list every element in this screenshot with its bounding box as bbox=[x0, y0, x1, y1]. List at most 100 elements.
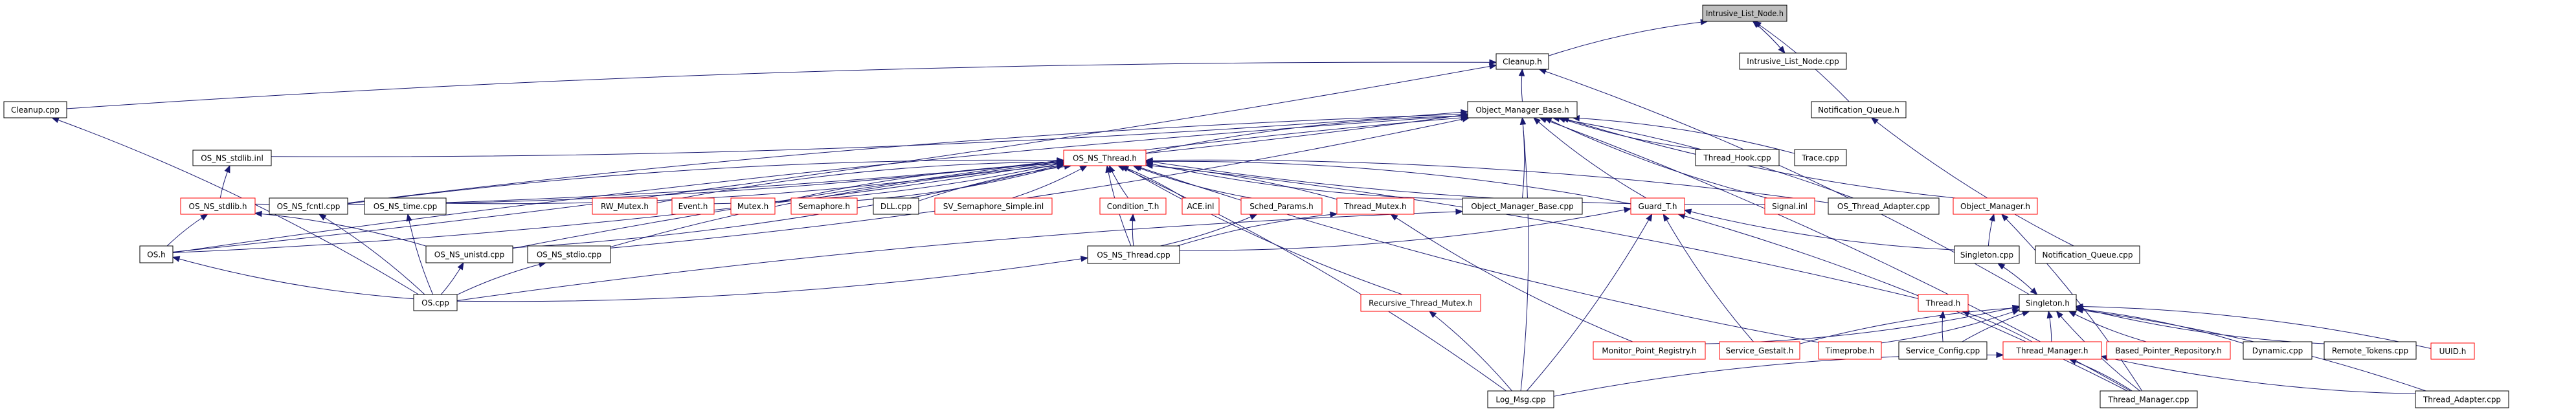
node-thread-hook-cpp[interactable]: Thread_Hook.cpp bbox=[1695, 149, 1780, 166]
node-mutex-h[interactable]: Mutex.h bbox=[730, 197, 776, 215]
node-event-h[interactable]: Event.h bbox=[671, 197, 715, 215]
node-box[interactable] bbox=[180, 197, 256, 215]
node-rw-mutex-h[interactable]: RW_Mutex.h bbox=[592, 197, 658, 215]
node-os-cpp[interactable]: OS.cpp bbox=[413, 294, 458, 311]
node-box[interactable] bbox=[1462, 197, 1583, 215]
node-box[interactable] bbox=[139, 245, 174, 263]
node-box[interactable] bbox=[1695, 149, 1780, 166]
node-os-ns-fcntl-cpp[interactable]: OS_NS_fcntl.cpp bbox=[269, 197, 348, 215]
node-cleanup-cpp[interactable]: Cleanup.cpp bbox=[3, 101, 67, 118]
node-service-config-cpp[interactable]: Service_Config.cpp bbox=[1898, 341, 1988, 360]
node-box[interactable] bbox=[2019, 294, 2077, 312]
node-os-ns-stdio-cpp[interactable]: OS_NS_stdio.cpp bbox=[527, 245, 611, 263]
node-trace-cpp[interactable]: Trace.cpp bbox=[1794, 149, 1847, 166]
node-box[interactable] bbox=[934, 197, 1053, 215]
node-sv-semaphore-simple-inl[interactable]: SV_Semaphore_Simple.inl bbox=[934, 197, 1053, 215]
node-object-manager-base-cpp[interactable]: Object_Manager_Base.cpp bbox=[1462, 197, 1583, 215]
node-log-msg-cpp[interactable]: Log_Msg.cpp bbox=[1487, 390, 1554, 408]
node-box[interactable] bbox=[1495, 53, 1549, 70]
node-sched-params-h[interactable]: Sched_Params.h bbox=[1240, 197, 1323, 215]
node-based-pointer-repository-h[interactable]: Based_Pointer_Repository.h bbox=[2106, 341, 2231, 360]
node-box[interactable] bbox=[364, 197, 447, 215]
node-box[interactable] bbox=[3, 101, 67, 118]
node-thread-h[interactable]: Thread.h bbox=[1918, 294, 1969, 312]
node-box[interactable] bbox=[1087, 245, 1180, 264]
node-cleanup-h[interactable]: Cleanup.h bbox=[1495, 53, 1549, 70]
node-os-ns-thread-cpp[interactable]: OS_NS_Thread.cpp bbox=[1087, 245, 1180, 264]
node-intrusive-list-node-h[interactable]: Intrusive_List_Node.h bbox=[1702, 5, 1787, 22]
node-box[interactable] bbox=[671, 197, 715, 215]
node-box[interactable] bbox=[592, 197, 658, 215]
node-signal-inl[interactable]: Signal.inl bbox=[1764, 197, 1815, 215]
node-os-thread-adapter-cpp[interactable]: OS_Thread_Adapter.cpp bbox=[1828, 197, 1940, 215]
node-recursive-thread-mutex-h[interactable]: Recursive_Thread_Mutex.h bbox=[1360, 294, 1481, 312]
node-semaphore-h[interactable]: Semaphore.h bbox=[790, 197, 858, 215]
node-intrusive-list-node-cpp[interactable]: Intrusive_List_Node.cpp bbox=[1739, 52, 1847, 70]
node-box[interactable] bbox=[1702, 5, 1787, 22]
node-os-ns-unistd-cpp[interactable]: OS_NS_unistd.cpp bbox=[425, 245, 513, 263]
node-box[interactable] bbox=[192, 150, 272, 166]
node-box[interactable] bbox=[1794, 149, 1847, 166]
node-box[interactable] bbox=[2430, 342, 2475, 360]
node-box[interactable] bbox=[1467, 101, 1578, 118]
node-box[interactable] bbox=[2100, 390, 2198, 408]
node-box[interactable] bbox=[527, 245, 611, 263]
node-thread-mutex-h[interactable]: Thread_Mutex.h bbox=[1336, 197, 1415, 215]
node-os-ns-stdlib-inl[interactable]: OS_NS_stdlib.inl bbox=[192, 150, 272, 166]
node-timeprobe-h[interactable]: Timeprobe.h bbox=[1818, 341, 1882, 360]
node-box[interactable] bbox=[790, 197, 858, 215]
node-box[interactable] bbox=[1360, 294, 1481, 312]
node-box[interactable] bbox=[425, 245, 513, 263]
node-box[interactable] bbox=[873, 197, 919, 215]
node-box[interactable] bbox=[2324, 341, 2417, 360]
node-singleton-h[interactable]: Singleton.h bbox=[2019, 294, 2077, 312]
node-notification-queue-cpp[interactable]: Notification_Queue.cpp bbox=[2035, 245, 2140, 264]
node-box[interactable] bbox=[1898, 341, 1988, 360]
node-box[interactable] bbox=[2002, 341, 2102, 360]
node-os-h[interactable]: OS.h bbox=[139, 245, 174, 263]
node-box[interactable] bbox=[1182, 197, 1220, 215]
node-singleton-cpp[interactable]: Singleton.cpp bbox=[1954, 245, 2020, 264]
node-box[interactable] bbox=[2415, 390, 2509, 408]
node-object-manager-base-h[interactable]: Object_Manager_Base.h bbox=[1467, 101, 1578, 118]
node-box[interactable] bbox=[1336, 197, 1415, 215]
node-box[interactable] bbox=[1811, 101, 1907, 118]
node-box[interactable] bbox=[1918, 294, 1969, 312]
node-box[interactable] bbox=[730, 197, 776, 215]
node-box[interactable] bbox=[269, 197, 348, 215]
node-service-gestalt-h[interactable]: Service_Gestalt.h bbox=[1719, 341, 1800, 360]
node-box[interactable] bbox=[1099, 197, 1167, 215]
node-os-ns-stdlib-h[interactable]: OS_NS_stdlib.h bbox=[180, 197, 256, 215]
node-box[interactable] bbox=[1630, 197, 1685, 215]
node-thread-manager-h[interactable]: Thread_Manager.h bbox=[2002, 341, 2102, 360]
node-box[interactable] bbox=[1818, 341, 1882, 360]
node-guard-t-h[interactable]: Guard_T.h bbox=[1630, 197, 1685, 215]
node-uuid-h[interactable]: UUID.h bbox=[2430, 342, 2475, 360]
node-box[interactable] bbox=[1828, 197, 1940, 215]
node-box[interactable] bbox=[1739, 52, 1847, 70]
node-ace-inl[interactable]: ACE.inl bbox=[1182, 197, 1220, 215]
node-box[interactable] bbox=[1954, 245, 2020, 264]
node-box[interactable] bbox=[1719, 341, 1800, 360]
node-dynamic-cpp[interactable]: Dynamic.cpp bbox=[2243, 341, 2313, 360]
node-notification-queue-h[interactable]: Notification_Queue.h bbox=[1811, 101, 1907, 118]
node-remote-tokens-cpp[interactable]: Remote_Tokens.cpp bbox=[2324, 341, 2417, 360]
node-box[interactable] bbox=[1953, 197, 2038, 215]
node-object-manager-h[interactable]: Object_Manager.h bbox=[1953, 197, 2038, 215]
node-os-ns-time-cpp[interactable]: OS_NS_time.cpp bbox=[364, 197, 447, 215]
node-box[interactable] bbox=[2243, 341, 2313, 360]
node-thread-manager-cpp[interactable]: Thread_Manager.cpp bbox=[2100, 390, 2198, 408]
node-monitor-point-registry-h[interactable]: Monitor_Point_Registry.h bbox=[1593, 341, 1706, 360]
node-os-ns-thread-h[interactable]: OS_NS_Thread.h bbox=[1063, 150, 1147, 166]
node-box[interactable] bbox=[1593, 341, 1706, 360]
node-box[interactable] bbox=[2106, 341, 2231, 360]
node-thread-adapter-cpp[interactable]: Thread_Adapter.cpp bbox=[2415, 390, 2509, 408]
node-box[interactable] bbox=[1764, 197, 1815, 215]
node-box[interactable] bbox=[413, 294, 458, 311]
node-box[interactable] bbox=[2035, 245, 2140, 264]
node-condition-t-h[interactable]: Condition_T.h bbox=[1099, 197, 1167, 215]
node-box[interactable] bbox=[1240, 197, 1323, 215]
node-box[interactable] bbox=[1063, 150, 1147, 166]
node-dll-cpp[interactable]: DLL.cpp bbox=[873, 197, 919, 215]
node-box[interactable] bbox=[1487, 390, 1554, 408]
